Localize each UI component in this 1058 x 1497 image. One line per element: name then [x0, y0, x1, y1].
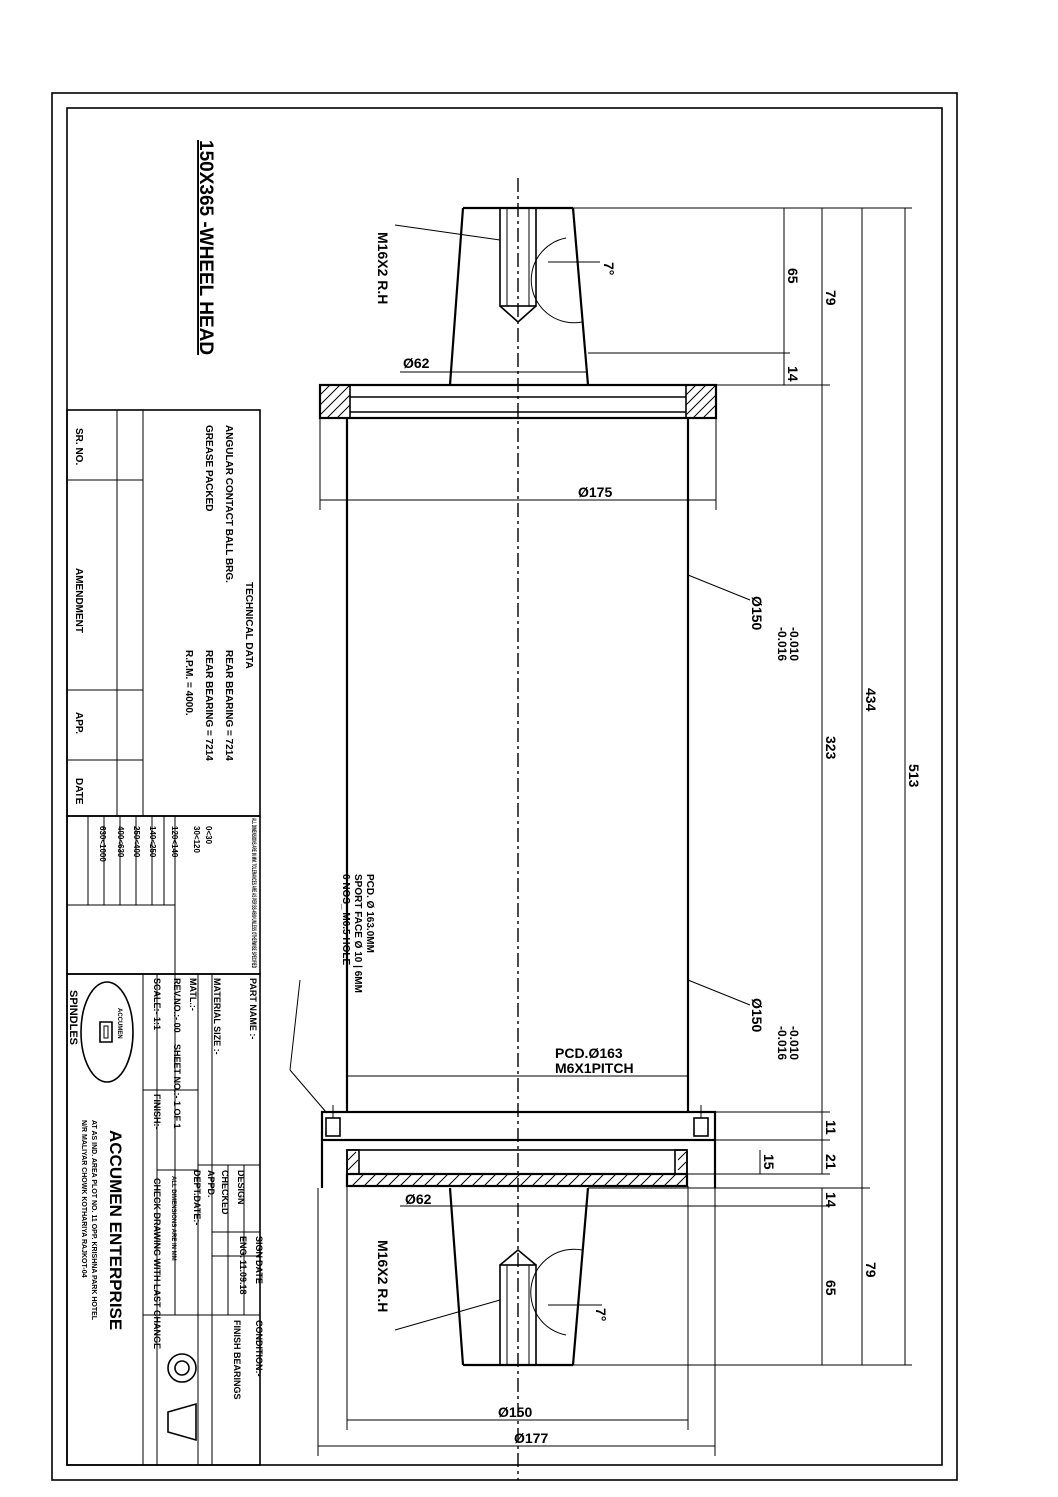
- tb-date-value: 11.09.18: [238, 1260, 248, 1295]
- dim-14-bottom: 14: [823, 1192, 839, 1208]
- dim-d150-a-tol-upper: -0.010: [787, 627, 801, 661]
- dim-d62-top: Ø62: [403, 355, 430, 371]
- logo-text: ACCUMEN: [116, 1008, 122, 1039]
- company-logo: [80, 981, 134, 1083]
- dim-taper-bottom: 7°: [593, 1308, 609, 1321]
- dim-323: 323: [823, 736, 839, 760]
- spindle-part: [318, 178, 718, 1480]
- dim-d150-bottom: Ø150: [498, 1404, 532, 1420]
- tol-row-5: 250<400: [132, 826, 141, 858]
- tb-product: SPINDLES: [67, 990, 79, 1045]
- dim-513: 513: [906, 764, 922, 788]
- tb-scale: SCALE:- 1:1: [152, 978, 162, 1030]
- dim-21: 21: [823, 1154, 839, 1170]
- tol-row-1: 0<30: [204, 826, 213, 845]
- tb-appd: APPD.: [206, 1170, 216, 1198]
- dim-d150-a-tol-lower: -0.016: [775, 627, 789, 661]
- tb-dept-date: DEPT.DATE:-: [192, 1170, 202, 1225]
- drawing-title: 150X365 -WHEEL HEAD: [195, 140, 216, 355]
- tol-row-3: 120<140: [170, 826, 179, 858]
- tb-sheet-no: SHEET NO.:- 1 OF 1: [172, 1044, 182, 1129]
- tb-rev-no: REV.NO.:- 00: [172, 978, 182, 1033]
- tb-matl: MATL.:-: [188, 978, 198, 1011]
- tolerance-note: ALL DIMENSIONS ARE IN MM. TOLERANCES ARE…: [250, 818, 256, 968]
- dimension-lines: [289, 207, 912, 1456]
- technical-data-block: TECHNICAL DATA ANGULAR CONTACT BALL BRG.…: [66, 409, 261, 817]
- dim-pcd163: PCD.Ø163: [555, 1045, 623, 1061]
- hole-note-line-3: PCD. Ø 163.0MM: [364, 874, 375, 953]
- tb-checked: CHECKED: [220, 1170, 230, 1215]
- dim-d150-a: Ø150: [749, 596, 765, 630]
- tb-check: CHECK DRAWING WITH LAST CHANGE: [152, 1178, 162, 1349]
- title-block: PART NAME :- MATERIAL SIZE :- MATL.:- RE…: [66, 973, 264, 1466]
- dim-d62-bottom: Ø62: [405, 1191, 432, 1207]
- tech-front-bearing: REAR BEARING = 7214: [203, 650, 214, 761]
- tb-condition-value: FINISH BEARINGS: [232, 1320, 242, 1400]
- dim-14-top: 14: [785, 366, 801, 382]
- dim-thread-top: M16X2 R.H: [375, 232, 391, 304]
- tech-heading: TECHNICAL DATA: [243, 582, 254, 669]
- hole-note-line-1: 6 NOS_ M6.5 HOLE: [340, 874, 351, 965]
- dim-65-bottom: 65: [823, 1280, 839, 1296]
- hole-note-line-2: SPORT FACE Ø 10 | 6MM: [352, 874, 363, 993]
- amend-header-srno: SR. NO.: [73, 428, 84, 465]
- dim-79-top: 79: [823, 290, 839, 306]
- dim-d150-b: Ø150: [749, 998, 765, 1032]
- tb-finish: FINISH:-: [152, 1094, 162, 1130]
- tb-date: DATE: [254, 1260, 264, 1284]
- dim-434: 434: [863, 688, 879, 712]
- tb-address-2: N/R MALIYAR CHOWK KOTHARIYA RAJKOT-04: [80, 1120, 87, 1278]
- tb-part-name: PART NAME :-: [248, 978, 258, 1039]
- tech-rear-bearing: REAR BEARING = 7214: [223, 650, 234, 761]
- outer-border: [51, 92, 958, 1481]
- amend-header-app: APP.: [73, 712, 84, 734]
- tb-eng: ENG.: [238, 1236, 248, 1258]
- dim-d150-b-tol-lower: -0.016: [775, 1026, 789, 1060]
- dim-65-top: 65: [785, 268, 801, 284]
- tech-greasing: GREASE PACKED: [203, 425, 214, 512]
- tb-company: ACCUMEN ENTERPRISE: [106, 1130, 125, 1330]
- tb-sign: SIGN: [254, 1236, 264, 1258]
- tol-row-2: 30<120: [192, 826, 201, 853]
- projection-symbol-circle: [167, 1353, 197, 1383]
- dim-15: 15: [761, 1154, 777, 1170]
- tech-bearing-label: ANGULAR CONTACT BALL BRG.: [223, 425, 234, 583]
- tol-row-7: 630<1000: [98, 826, 107, 862]
- tb-design: DESIGN: [236, 1170, 246, 1205]
- tol-row-4: 140<250: [148, 826, 157, 858]
- dim-thread-bottom: M16X2 R.H: [375, 1240, 391, 1312]
- tol-row-6: 400<630: [116, 826, 125, 858]
- tolerance-table: ALL DIMENSIONS ARE IN MM. TOLERANCES ARE…: [66, 815, 261, 975]
- tech-rpm: R.P.M. = 4000.: [183, 650, 194, 716]
- tb-address-1: AT AS IND. AREA PLOT NO. 11 OPP. KRISHNA…: [90, 1120, 97, 1321]
- dim-pitch: M6X1PITCH: [555, 1060, 634, 1076]
- dim-11: 11: [823, 1120, 839, 1135]
- dim-d150-b-tol-upper: -0.010: [787, 1026, 801, 1060]
- tb-all-dim: ALL DIMENSIONS ARE IN MM: [170, 1176, 176, 1261]
- tb-condition: CONDITION:-: [254, 1320, 264, 1377]
- dim-79-bottom: 79: [863, 1262, 879, 1278]
- dim-d175: Ø175: [578, 484, 612, 500]
- projection-symbol-cone: [167, 1402, 197, 1442]
- amend-header-amendment: AMENDMENT: [73, 568, 84, 633]
- tb-material: MATERIAL SIZE :-: [212, 978, 222, 1055]
- dim-taper-top: 7°: [601, 262, 617, 275]
- dim-d177: Ø177: [514, 1430, 548, 1446]
- amend-header-date: DATE: [73, 778, 84, 805]
